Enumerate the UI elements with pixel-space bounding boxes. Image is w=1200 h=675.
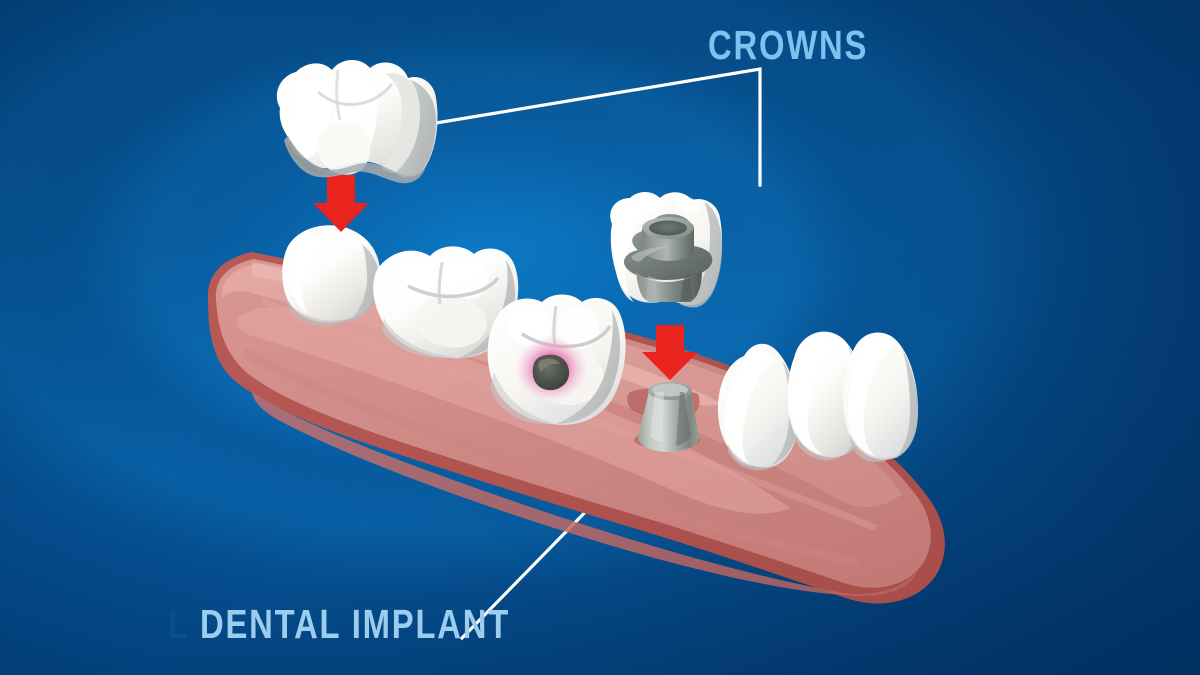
incisor-tooth-2 [843,332,918,463]
crowns-leader-line [428,67,762,187]
implant-crown [610,192,722,308]
canine-tooth [717,343,799,471]
crown-arrow-icon [313,175,369,232]
decayed-molar-tooth [487,294,626,425]
implant-crown-arrow-icon [642,325,698,380]
implant-abutment-post [634,382,700,452]
crowns-label: CROWNS [708,22,869,68]
dental-implant-label-cutoff: L [168,601,190,647]
dental-implant-label: DENTAL IMPLANT [200,601,511,647]
molar-tooth-1 [373,246,519,359]
prepared-tooth-stump [282,225,381,327]
floating-crown [276,59,438,184]
